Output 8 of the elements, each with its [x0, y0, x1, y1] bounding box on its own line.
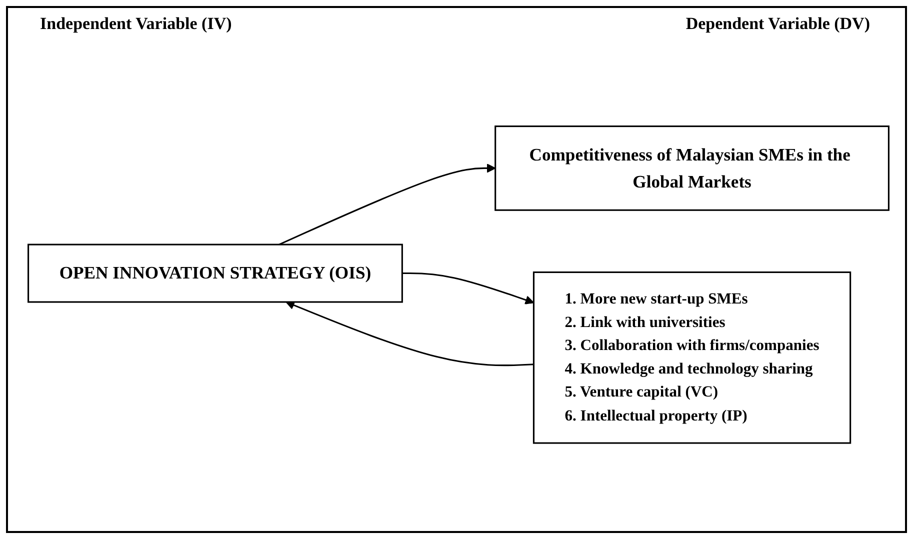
column-heading: Dependent Variable (DV) [686, 14, 870, 34]
node-box: 1. More new start-up SMEs 2. Link with universities 3. Collaboration with firms/companies 4. Knowledge and technology sharing 5. Venture capital (VC) 6. Intellectual property (IP) [532, 272, 852, 444]
node-box: OPEN INNOVATION STRATEGY (OIS) [28, 244, 403, 304]
arrow [286, 301, 534, 366]
arrow [402, 272, 534, 305]
arrow [278, 164, 496, 246]
node-box: Competitiveness of Malaysian SMEs in the Global Markets [494, 126, 890, 212]
column-heading: Independent Variable (IV) [40, 14, 232, 34]
